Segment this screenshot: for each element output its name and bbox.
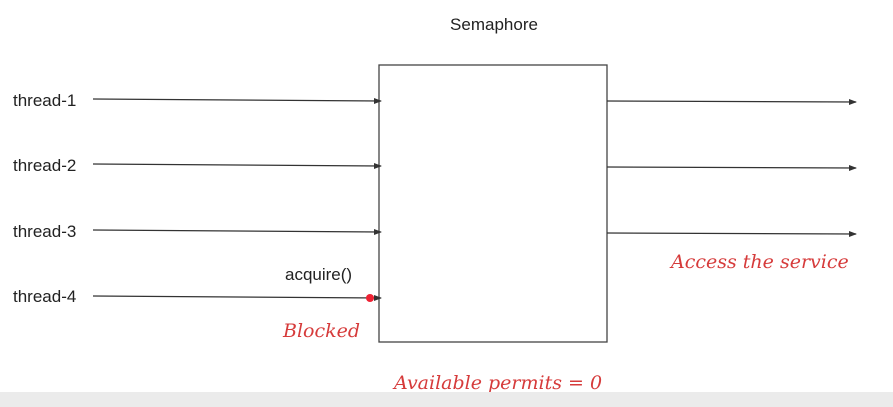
semaphore-box <box>378 64 608 343</box>
thread-4-label: thread-4 <box>13 287 76 306</box>
available-permits-annotation: Available permits = 0 <box>392 372 602 394</box>
thread-1-label: thread-1 <box>13 91 76 110</box>
semaphore-title: Semaphore <box>450 15 538 34</box>
output-arrow-3 <box>606 230 857 237</box>
acquire-call-label: acquire() <box>285 265 352 284</box>
output-arrow-2 <box>606 164 857 171</box>
blocked-annotation: Blocked <box>282 320 360 342</box>
thread-2-arrow <box>92 162 382 169</box>
output-arrow-1 <box>606 98 857 105</box>
thread-2-label: thread-2 <box>13 156 76 175</box>
thread-3-arrow <box>92 228 382 235</box>
thread-4-arrow <box>92 294 382 301</box>
blocked-dot <box>366 294 374 302</box>
access-service-annotation: Access the service <box>669 251 849 273</box>
thread-1-arrow <box>92 97 382 104</box>
thread-3-label: thread-3 <box>13 222 76 241</box>
bottom-strip <box>0 392 893 407</box>
